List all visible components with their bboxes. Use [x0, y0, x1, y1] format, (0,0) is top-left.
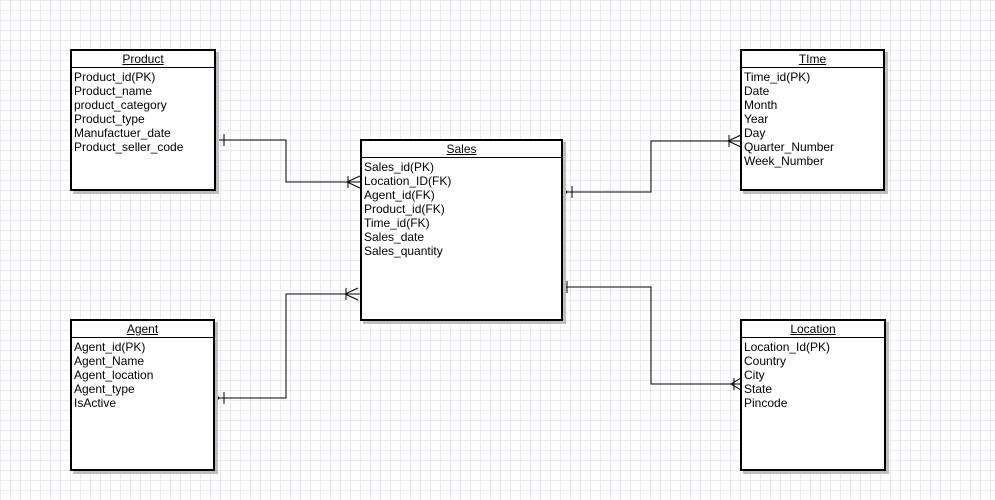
entity-sales[interactable]: Sales Sales_id(PK) Location_ID(FK) Agent…	[360, 139, 563, 321]
entity-time[interactable]: TIme Time_id(PK) Date Month Year Day Qua…	[740, 49, 885, 191]
entity-title: Agent	[72, 321, 213, 338]
attribute: Sales_date	[364, 230, 425, 244]
attribute: Agent_id(PK)	[74, 340, 146, 354]
rel-time-many-marker	[726, 134, 742, 148]
attribute: Quarter_Number	[744, 140, 835, 154]
rel-sales-many-marker-product	[345, 175, 361, 189]
attribute: State	[744, 382, 773, 396]
rel-time-sales-line	[562, 140, 741, 193]
attribute: Day	[744, 126, 766, 140]
attribute: Sales_id(PK)	[364, 160, 435, 174]
attribute: IsActive	[74, 396, 117, 410]
attribute: Product_type	[74, 112, 145, 126]
rel-sales-many-marker-agent	[343, 287, 359, 301]
attribute: Date	[744, 84, 770, 98]
attribute: Time_id(FK)	[364, 216, 430, 230]
attribute: Week_Number	[744, 154, 824, 168]
rel-agent-crow-marker	[213, 391, 220, 405]
entity-title: TIme	[742, 51, 883, 68]
rel-location-sales-line	[562, 286, 741, 385]
attribute: Location_Id(PK)	[744, 340, 831, 354]
attribute: Product_name	[74, 84, 153, 98]
attribute: Month	[744, 98, 778, 112]
attribute: City	[744, 368, 765, 382]
attribute: Agent_location	[74, 368, 154, 382]
attribute: Country	[744, 354, 787, 368]
attribute: Product_seller_code	[74, 140, 184, 154]
attribute: Location_ID(FK)	[364, 174, 452, 188]
attribute: Pincode	[744, 396, 788, 410]
entity-product[interactable]: Product Product_id(PK) Product_name prod…	[70, 49, 216, 191]
rel-product-sales-line	[214, 139, 360, 183]
attribute: Sales_quantity	[364, 244, 443, 258]
entity-location[interactable]: Location Location_Id(PK) Country City St…	[740, 319, 886, 471]
attribute: product_category	[74, 98, 167, 112]
entity-agent[interactable]: Agent Agent_id(PK) Agent_Name Agent_loca…	[70, 319, 215, 471]
attribute: Manufactuer_date	[74, 126, 171, 140]
rel-agent-sales-line	[214, 293, 360, 399]
attribute: Agent_id(FK)	[364, 188, 435, 202]
entity-title: Location	[742, 321, 884, 338]
attribute: Year	[744, 112, 769, 126]
attribute: Product_id(FK)	[364, 202, 445, 216]
attribute: Product_id(PK)	[74, 70, 156, 84]
entity-title: Product	[72, 51, 214, 68]
attribute: Agent_type	[74, 382, 135, 396]
rel-location-many-marker	[730, 377, 742, 391]
entity-title: Sales	[362, 141, 561, 158]
attribute: Agent_Name	[74, 354, 145, 368]
attribute: Time_id(PK)	[744, 70, 811, 84]
rel-sales-crow-time	[561, 185, 568, 199]
